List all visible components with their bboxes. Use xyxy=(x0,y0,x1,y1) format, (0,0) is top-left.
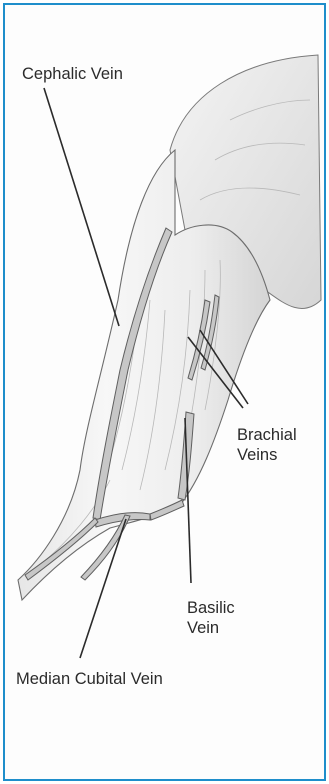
cephalic-leader xyxy=(44,88,119,326)
median-cubital-vein-text: Median Cubital Vein xyxy=(16,669,163,689)
basilic-vein-label: Basilic Vein xyxy=(187,598,235,638)
brachial-veins-line1: Brachial xyxy=(237,425,297,445)
cephalic-vein-label: Cephalic Vein xyxy=(22,64,123,84)
brachial-veins-label: Brachial Veins xyxy=(237,425,297,465)
median-cubital-vein-label: Median Cubital Vein xyxy=(16,669,163,689)
brachial-veins-line2: Veins xyxy=(237,445,297,465)
basilic-vein-line2: Vein xyxy=(187,618,235,638)
cephalic-vein-text: Cephalic Vein xyxy=(22,64,123,84)
basilic-vein-line1: Basilic xyxy=(187,598,235,618)
